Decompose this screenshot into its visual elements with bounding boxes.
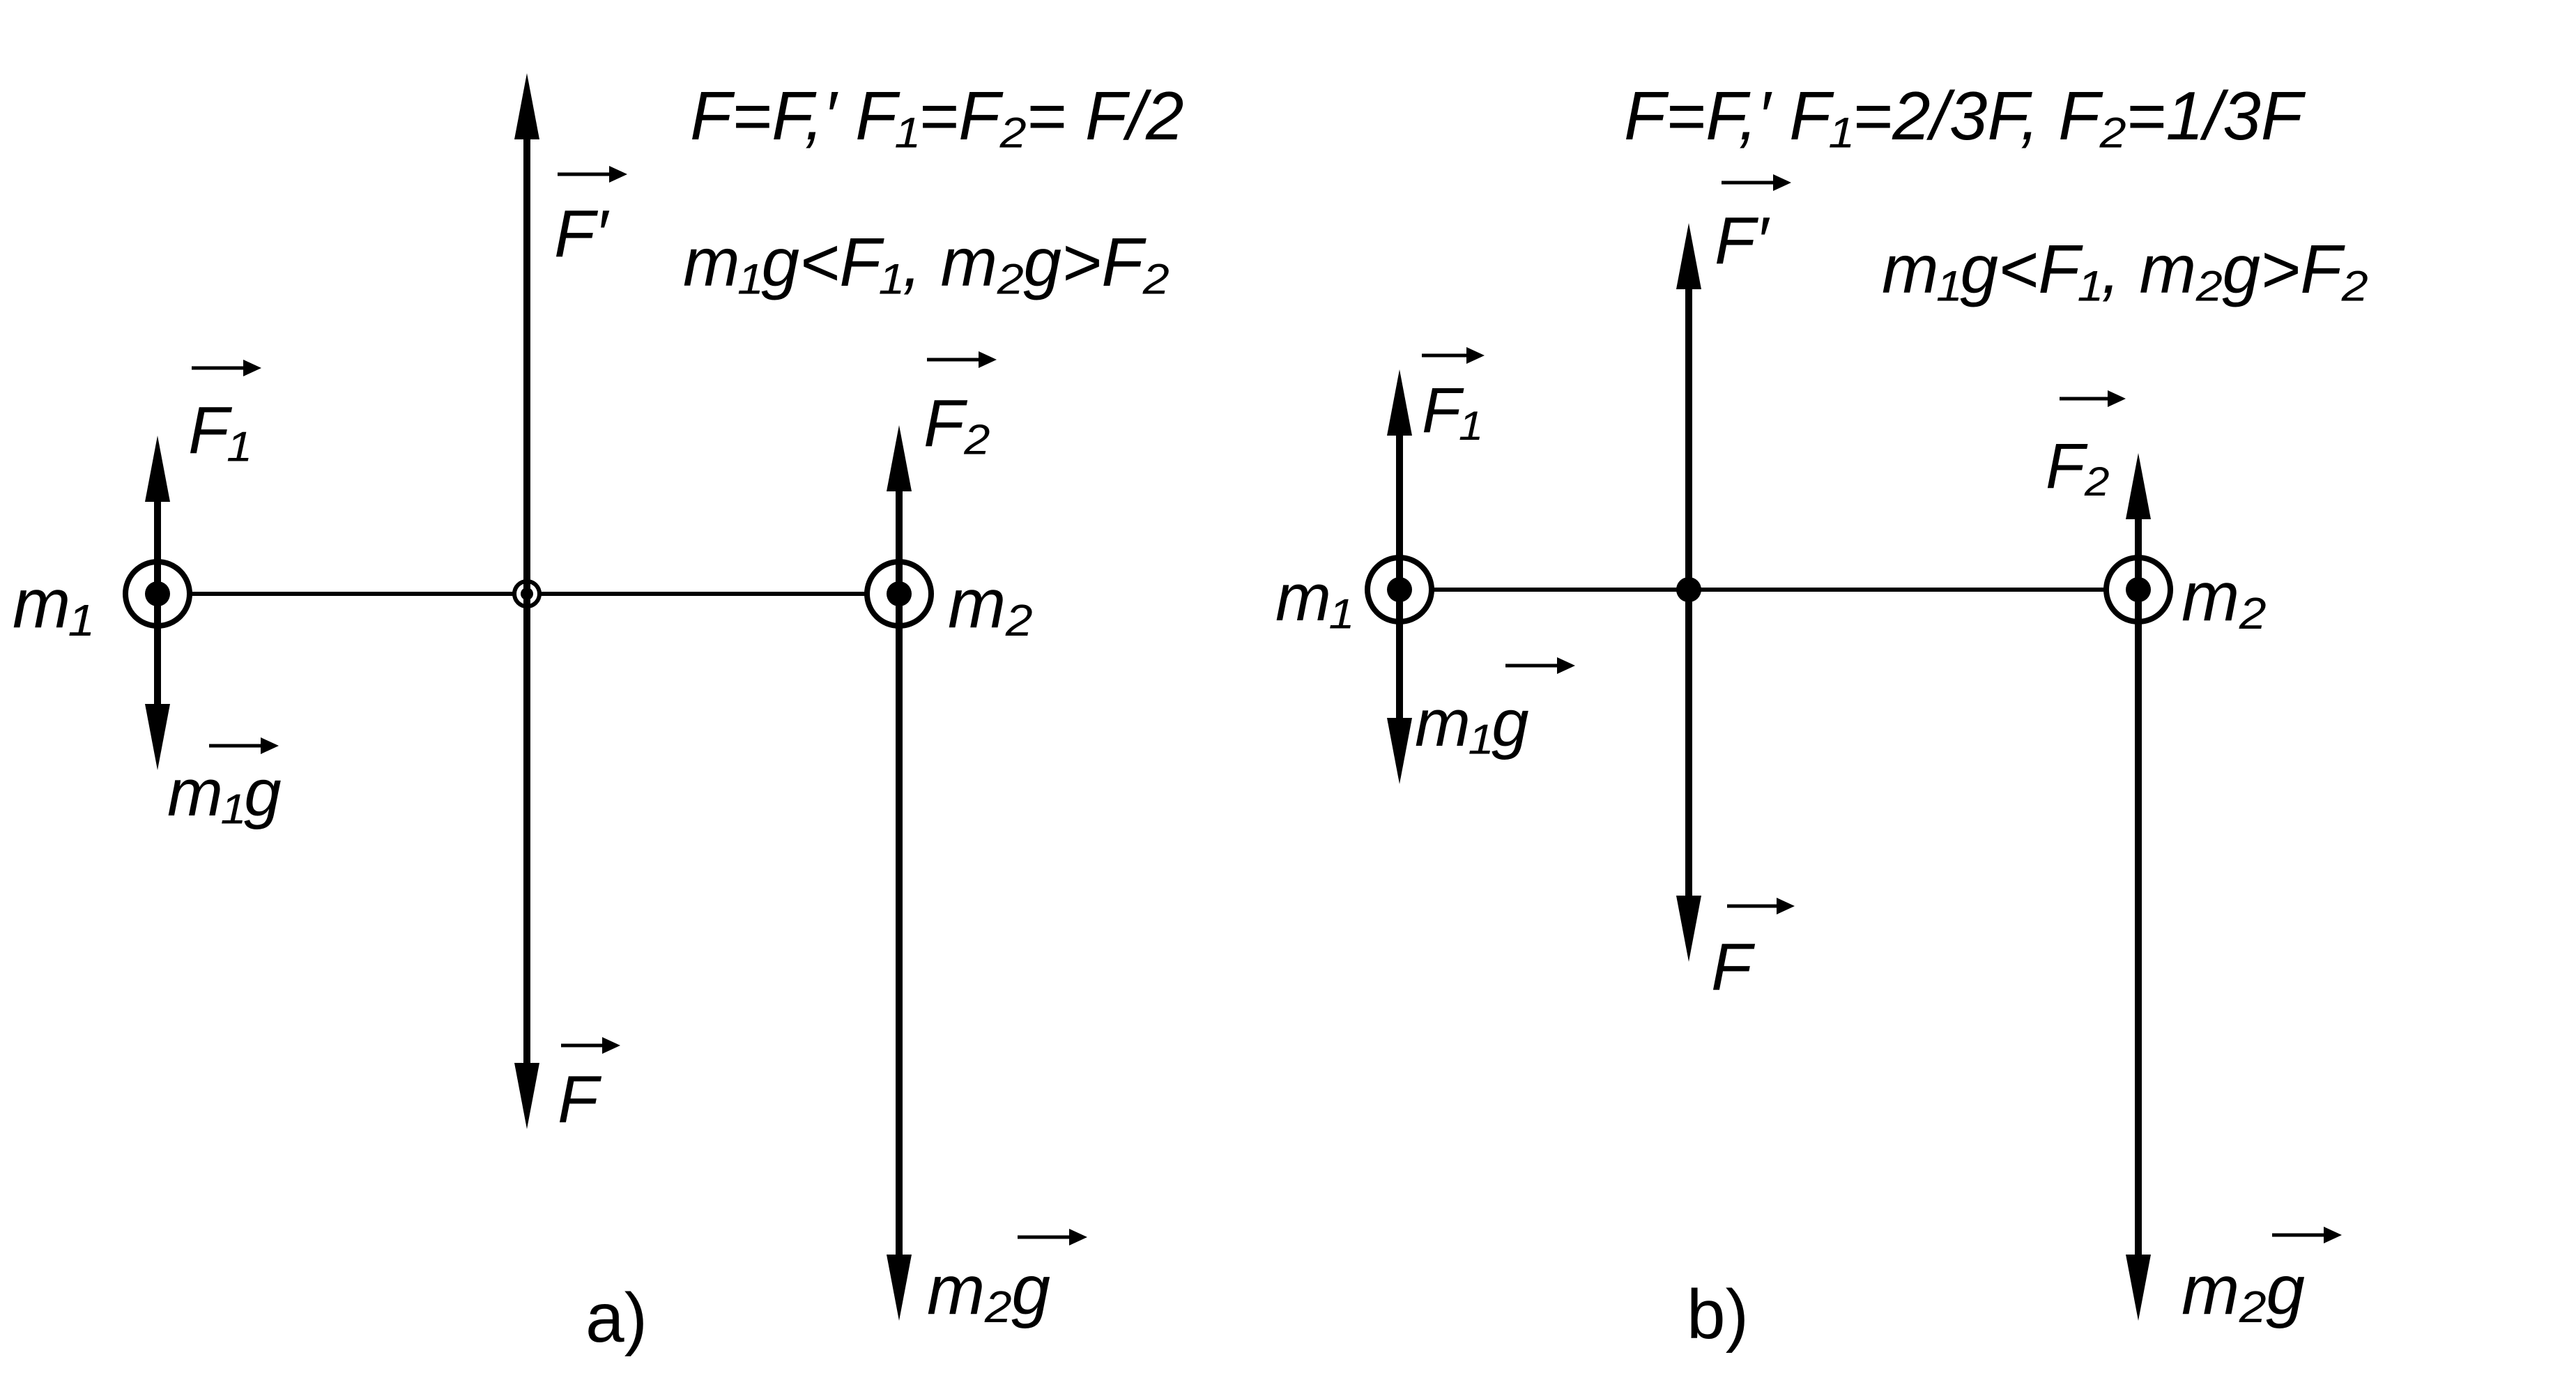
svg-text:m₂g: m₂g: [927, 1251, 1050, 1329]
panel-b-label-m1: m₁: [1275, 560, 1352, 635]
panel-b-arrowhead-F1: [1387, 369, 1412, 436]
svg-text:F₁: F₁: [1422, 375, 1481, 446]
panel-b-arrowhead-F-prime: [1676, 223, 1701, 289]
panel-a: F′ F F₁ F₂ m₁ m₂ m₁g m₂g F=F,′ F₁=F₂=: [13, 73, 1183, 1357]
panel-a-label-F-prime: F′: [554, 166, 627, 271]
panel-a-arrowhead-F-prime: [514, 73, 539, 139]
panel-b-arrowhead-m1g: [1387, 718, 1412, 784]
panel-b-label-F2: F₂: [2046, 390, 2126, 502]
svg-text:m₁: m₁: [1275, 560, 1352, 635]
panel-b: F′ F F₁ F₂ m₁ m₂ m₁g m₂g F=F,′ F₁=2/3: [1275, 77, 2368, 1354]
svg-text:F′: F′: [1715, 204, 1770, 278]
panel-a-label-m1g: m₁g: [167, 737, 282, 830]
svg-text:F: F: [1711, 930, 1756, 1004]
panel-a-arrowhead-F: [514, 1063, 539, 1129]
panel-a-equation-line2: m₁g<F₁, m₂g>F₂: [683, 224, 1169, 300]
panel-b-caption: b): [1687, 1275, 1749, 1354]
svg-text:F′: F′: [554, 197, 610, 271]
panel-b-arrowhead-m2g: [2126, 1255, 2151, 1321]
panel-a-label-m1: m₁: [13, 565, 93, 643]
panel-a-label-m2: m₂: [948, 565, 1032, 643]
panel-b-equation-line2: m₁g<F₁, m₂g>F₂: [1882, 231, 2368, 307]
svg-text:m₂: m₂: [948, 565, 1032, 643]
panel-b-label-F1: F₁: [1422, 347, 1485, 446]
panel-a-arrowhead-F2: [887, 425, 912, 491]
panel-b-label-F-prime: F′: [1715, 174, 1791, 278]
panel-a-arrowhead-F1: [145, 436, 170, 502]
panel-a-label-F2: F₂: [923, 351, 997, 461]
panel-a-arrowhead-m2g: [887, 1255, 912, 1321]
panel-a-label-m2g: m₂g: [927, 1229, 1087, 1329]
svg-text:F₂: F₂: [2046, 431, 2109, 502]
panel-b-arrowhead-F2: [2126, 453, 2151, 519]
svg-text:m₁g: m₁g: [1415, 686, 1529, 760]
panel-b-label-m1g: m₁g: [1415, 657, 1575, 760]
svg-text:F: F: [558, 1062, 602, 1137]
svg-text:m₁g: m₁g: [167, 756, 282, 830]
panel-b-label-m2: m₂: [2182, 558, 2266, 636]
panel-a-label-F: F: [558, 1037, 620, 1137]
svg-text:F₂: F₂: [923, 386, 990, 461]
svg-text:F₁: F₁: [188, 393, 250, 468]
panel-b-arrowhead-F: [1676, 896, 1701, 962]
svg-text:m₂g: m₂g: [2182, 1251, 2305, 1329]
panel-a-arrowhead-m1g: [145, 704, 170, 770]
panel-a-equation-line1: F=F,′ F₁=F₂= F/2: [690, 77, 1183, 154]
panel-a-label-F1: F₁: [188, 360, 261, 468]
panel-b-equation-line1: F=F,′ F₁=2/3F, F₂=1/3F: [1624, 77, 2306, 154]
panel-a-caption: a): [585, 1279, 647, 1357]
svg-text:m₂: m₂: [2182, 558, 2266, 636]
panel-b-label-F: F: [1711, 898, 1795, 1004]
svg-text:m₁: m₁: [13, 565, 93, 643]
panel-b-label-m2g: m₂g: [2182, 1227, 2342, 1329]
